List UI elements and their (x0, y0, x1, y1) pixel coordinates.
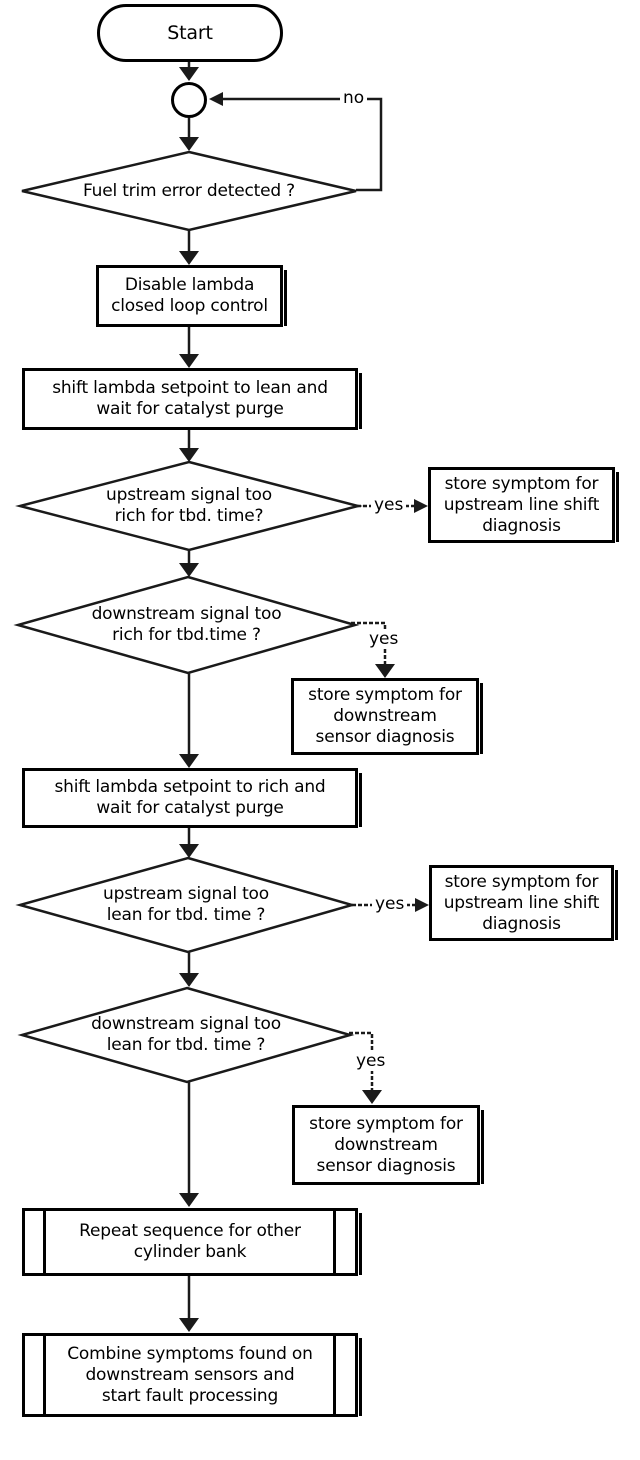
subroutine-label: Combine symptoms found on downstream sen… (67, 1343, 313, 1406)
process-label: store symptom for upstream line shift di… (443, 871, 600, 934)
process-label: Disable lambda closed loop control (111, 275, 268, 316)
process-store-downstream-2: store symptom for downstream sensor diag… (292, 1105, 484, 1185)
process-label: store symptom for upstream line shift di… (443, 473, 600, 536)
edge-yes-d5-to-b7 (349, 1031, 374, 1092)
process-disable-lambda: Disable lambda closed loop control (96, 265, 287, 327)
arrowhead-down-icon (179, 67, 199, 81)
edge-label-yes-4: yes (353, 1052, 389, 1071)
edge-label-yes-3: yes (372, 895, 408, 914)
process-label: store symptom for downstream sensor diag… (308, 685, 462, 747)
process-store-downstream-1: store symptom for downstream sensor diag… (291, 678, 483, 755)
process-label: store symptom for downstream sensor diag… (309, 1113, 463, 1176)
arrowhead-down-icon (362, 1090, 382, 1104)
arrowhead-right-icon (414, 499, 428, 513)
process-label: shift lambda setpoint to rich and wait f… (54, 777, 326, 818)
arrowhead-left-icon (209, 92, 223, 106)
subroutine-repeat-sequence: Repeat sequence for other cylinder bank (22, 1208, 362, 1276)
arrowhead-right-icon (415, 898, 429, 912)
decision-diamond-downstream-lean (17, 986, 355, 1084)
start-node: Start (97, 4, 283, 62)
subroutine-bar (43, 1336, 46, 1414)
arrowhead-down-icon (179, 354, 199, 368)
decision-diamond-upstream-lean (15, 856, 357, 954)
decision-diamond-upstream-rich (15, 460, 363, 552)
subroutine-bar (333, 1211, 336, 1273)
arrowhead-down-icon (179, 754, 199, 768)
process-shift-rich: shift lambda setpoint to rich and wait f… (22, 768, 362, 828)
process-shift-lean: shift lambda setpoint to lean and wait f… (22, 368, 362, 430)
arrowhead-down-icon (375, 664, 395, 678)
start-label: Start (167, 21, 213, 44)
edge-label-no: no (340, 89, 368, 108)
arrowhead-down-icon (179, 1318, 199, 1332)
arrowhead-down-icon (179, 448, 199, 462)
edge-label-yes-1: yes (371, 496, 407, 515)
arrowhead-down-icon (179, 251, 199, 265)
arrowhead-down-icon (179, 1193, 199, 1207)
arrowhead-down-icon (179, 844, 199, 858)
process-label: shift lambda setpoint to lean and wait f… (52, 378, 328, 419)
junction-circle (171, 82, 207, 118)
arrowhead-down-icon (179, 973, 199, 987)
subroutine-bar (333, 1336, 336, 1414)
subroutine-bar (43, 1211, 46, 1273)
edge-label-yes-2: yes (366, 630, 402, 649)
process-store-upstream-shift-2: store symptom for upstream line shift di… (429, 865, 618, 941)
subroutine-label: Repeat sequence for other cylinder bank (79, 1221, 301, 1262)
edge-yes-d3-to-b4 (351, 621, 387, 666)
arrowhead-down-icon (179, 137, 199, 151)
decision-diamond-downstream-rich (13, 575, 360, 675)
edge-no-loop (213, 97, 383, 192)
process-store-upstream-shift-1: store symptom for upstream line shift di… (428, 467, 619, 543)
subroutine-combine-symptoms: Combine symptoms found on downstream sen… (22, 1333, 362, 1417)
decision-diamond-fuel-trim (21, 150, 357, 232)
arrowhead-down-icon (179, 563, 199, 577)
